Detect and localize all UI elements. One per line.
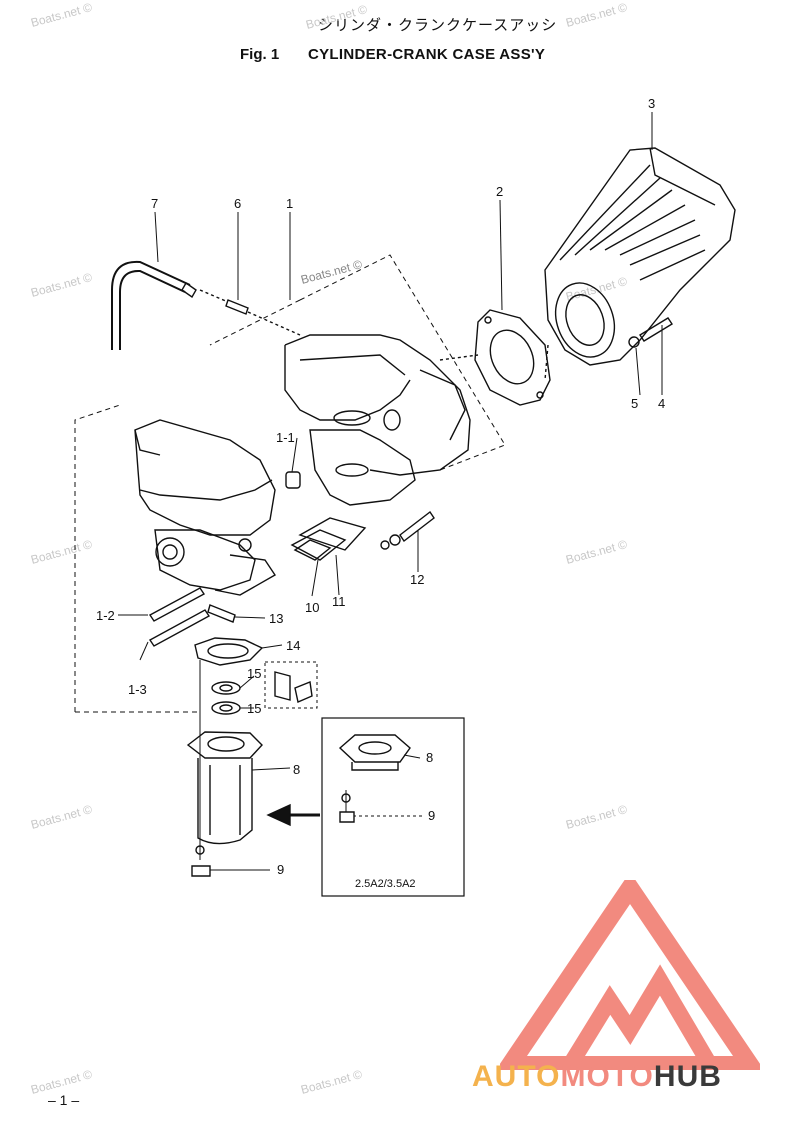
gasket-part-2 bbox=[474, 309, 551, 406]
automotohub-logo-text: AUTOMOTOHUB bbox=[472, 1060, 722, 1094]
bolt-part-9 bbox=[191, 865, 211, 877]
callout-2: 2 bbox=[496, 184, 504, 199]
automotohub-logo-mark bbox=[500, 880, 760, 1070]
callout-9: 9 bbox=[277, 862, 285, 877]
callout-15a: 15 bbox=[247, 666, 262, 681]
figure-title: CYLINDER-CRANK CASE ASS'Y bbox=[308, 46, 546, 63]
bolt-part-1-2 bbox=[148, 587, 206, 622]
callout-4: 4 bbox=[658, 396, 666, 411]
callout-6: 6 bbox=[234, 196, 242, 211]
logo-text-moto: MOTO bbox=[560, 1060, 654, 1093]
callout-14: 14 bbox=[286, 638, 301, 653]
reed-valve-parts-10-11 bbox=[290, 517, 367, 561]
callout-1-3: 1-3 bbox=[128, 682, 147, 697]
nut-part-5 bbox=[628, 336, 640, 348]
callout-12: 12 bbox=[410, 572, 425, 587]
variant-bolt-part-9 bbox=[339, 811, 355, 823]
bolt-part-1-3 bbox=[148, 609, 211, 647]
callout-variant-8: 8 bbox=[426, 750, 434, 765]
callout-5: 5 bbox=[631, 396, 639, 411]
callout-11: 11 bbox=[332, 594, 346, 609]
callout-1-2: 1-2 bbox=[96, 608, 115, 623]
crankcase-lower-half bbox=[134, 419, 276, 596]
japanese-title: シリンダ・クランクケースアッシ bbox=[318, 16, 558, 34]
holder-part-8 bbox=[186, 731, 263, 845]
oil-seals-part-15 bbox=[211, 681, 241, 715]
nipple-part-6 bbox=[225, 299, 249, 315]
callout-1: 1 bbox=[286, 196, 294, 211]
hose-part-7 bbox=[111, 260, 191, 350]
callout-10: 10 bbox=[305, 600, 320, 615]
variant-box-frame bbox=[321, 717, 465, 897]
variant-model-label: 2.5A2/3.5A2 bbox=[355, 878, 416, 890]
logo-text-hub: HUB bbox=[653, 1060, 722, 1093]
figure-label: Fig. 1 bbox=[240, 46, 280, 63]
dowel-part-13 bbox=[207, 604, 236, 623]
logo-text-auto: AUTO bbox=[472, 1060, 561, 1093]
callout-13: 13 bbox=[269, 611, 284, 626]
variant-holder-part-8 bbox=[338, 734, 411, 771]
callout-7: 7 bbox=[151, 196, 159, 211]
callout-8: 8 bbox=[293, 762, 301, 777]
callout-variant-9: 9 bbox=[428, 808, 436, 823]
callout-15b: 15 bbox=[247, 701, 262, 716]
screw-part-12 bbox=[399, 510, 435, 543]
cylinder-part-3 bbox=[544, 147, 736, 366]
dowel-pin-1-1 bbox=[285, 471, 301, 489]
page-number: – 1 – bbox=[48, 1092, 80, 1108]
crankcase-part-1 bbox=[284, 334, 471, 506]
assembly-boundary bbox=[74, 254, 506, 713]
callout-1-1: 1-1 bbox=[276, 430, 295, 445]
gasket-part-14 bbox=[194, 637, 264, 666]
callout-3: 3 bbox=[648, 96, 656, 111]
stud-bolt-part-4 bbox=[639, 317, 673, 342]
